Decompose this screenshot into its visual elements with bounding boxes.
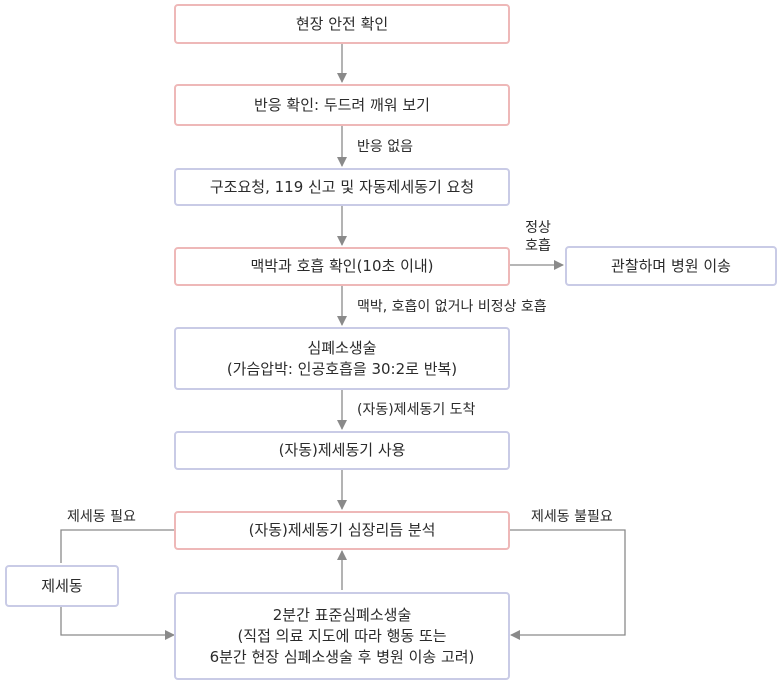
label-shock-not-needed: 제세동 불필요 (531, 509, 613, 525)
box-text-line: 구조요청, 119 신고 및 자동제세동기 요청 (209, 177, 475, 196)
box-text-line: 2분간 표준심폐소생술 (272, 605, 412, 624)
step-observe-transport: 관찰하며 병원 이송 (565, 246, 777, 286)
box-text-line: (자동)제세동기 심장리듬 분석 (248, 521, 436, 539)
box-text-line: 맥박과 호흡 확인(10초 이내) (250, 257, 434, 275)
box-text-line: 관찰하며 병원 이송 (611, 256, 731, 275)
box-text-line: 반응 확인: 두드려 깨워 보기 (254, 95, 430, 114)
box-text-line: 현장 안전 확인 (295, 14, 389, 33)
arrow-shock-to-cpr (60, 607, 175, 640)
step-scene-safety: 현장 안전 확인 (174, 4, 510, 44)
step-use-aed: (자동)제세동기 사용 (174, 431, 510, 470)
step-cpr: 심폐소생술 (가슴압박: 인공호흡을 30:2로 반복) (174, 327, 510, 390)
label-text-line: 정상 (525, 220, 551, 236)
step-call-help: 구조요청, 119 신고 및 자동제세동기 요청 (174, 168, 510, 206)
step-aed-rhythm-analysis: (자동)제세동기 심장리듬 분석 (174, 511, 510, 550)
arrow-shock-not-needed (510, 529, 626, 640)
box-text-line: (가슴압박: 인공호흡을 30:2로 반복) (226, 359, 458, 378)
label-aed-arrival: (자동)제세동기 도착 (357, 402, 476, 418)
label-text-line: 호흡 (525, 238, 551, 254)
label-no-pulse: 맥박, 호흡이 없거나 비정상 호흡 (357, 299, 547, 315)
box-text-line: 6분간 현장 심폐소생술 후 병원 이송 고려) (209, 647, 475, 666)
label-shock-needed: 제세동 필요 (67, 509, 136, 525)
box-text-line: 심폐소생술 (307, 338, 377, 357)
box-text-line: (직접 의료 지도에 따라 행동 또는 (237, 626, 447, 645)
step-defibrillation: 제세동 (5, 565, 119, 607)
label-no-response: 반응 없음 (357, 139, 413, 155)
box-text-line: (자동)제세동기 사용 (278, 441, 406, 459)
step-check-pulse-breathing: 맥박과 호흡 확인(10초 이내) (174, 247, 510, 286)
arrow-shock-needed (60, 529, 174, 563)
box-text-line: 제세동 (41, 576, 83, 595)
step-check-response: 반응 확인: 두드려 깨워 보기 (174, 84, 510, 126)
step-standard-cpr: 2분간 표준심폐소생술 (직접 의료 지도에 따라 행동 또는 6분간 현장 심폐소… (174, 592, 510, 680)
